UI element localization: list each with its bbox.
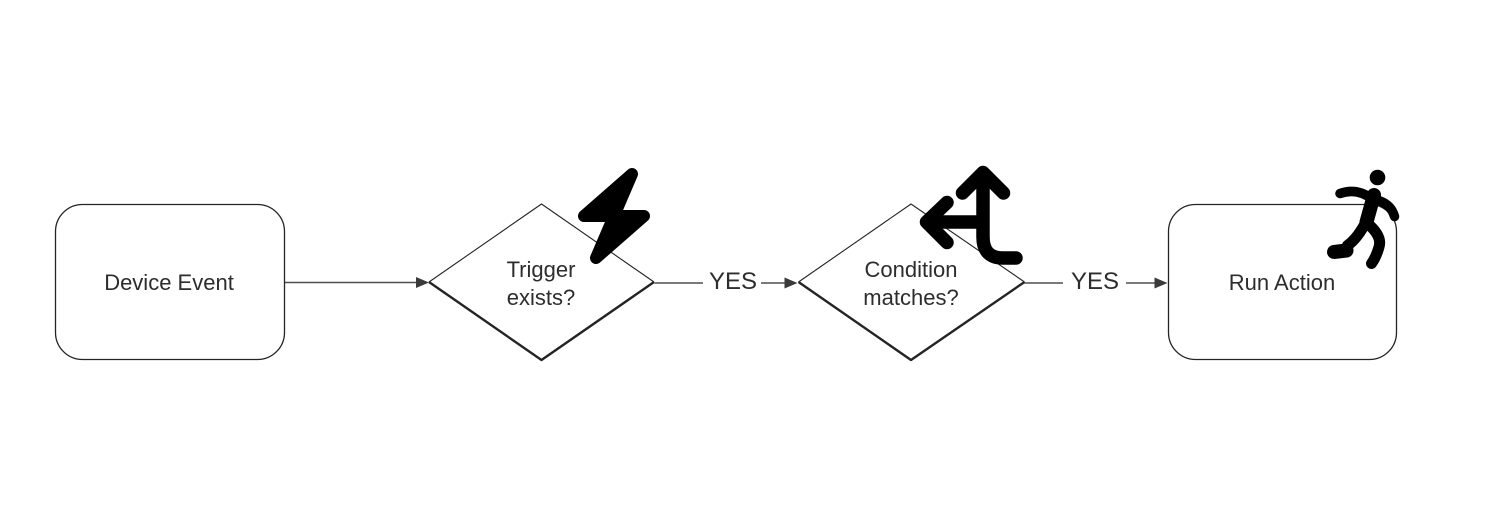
arrowhead-icon bbox=[1154, 277, 1168, 289]
arrowhead-icon bbox=[416, 277, 429, 288]
edge-condition-to-run bbox=[1024, 277, 1168, 289]
person-running-icon bbox=[1327, 169, 1400, 269]
node-device-event-shape bbox=[54, 203, 286, 361]
edge-device-to-trigger bbox=[284, 277, 429, 288]
node-condition-matches-shape bbox=[797, 203, 1026, 362]
node-run-action-shape bbox=[1167, 203, 1398, 361]
arrowhead-icon bbox=[784, 277, 798, 289]
lightning-bolt-icon bbox=[577, 167, 651, 265]
arrows-split-up-left-icon bbox=[919, 165, 1023, 265]
edge-trigger-to-condition bbox=[654, 277, 798, 289]
